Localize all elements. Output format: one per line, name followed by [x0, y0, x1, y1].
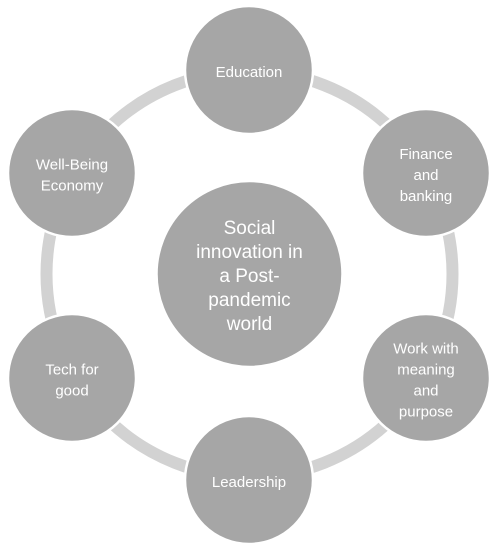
node-label-finance-and-banking-line: Finance	[399, 146, 452, 163]
node-education	[183, 4, 315, 136]
node-work-with-meaning-and-purpose	[360, 312, 492, 444]
node-finance-and-banking	[360, 107, 492, 239]
node-label-work-with-meaning-and-purpose-line: Work with	[393, 340, 459, 357]
node-label-well-being-economy-line: Economy	[41, 177, 104, 194]
node-label-finance-and-banking-line: banking	[400, 188, 453, 205]
node-label-education-line: Education	[216, 64, 283, 81]
node-label-leadership: Leadership	[212, 474, 286, 491]
node-label-tech-for-good: Tech for good	[45, 361, 98, 399]
node-label-leadership-line: Leadership	[212, 474, 286, 491]
center-node-label-line: world	[226, 314, 272, 335]
node-label-education: Education	[216, 64, 283, 81]
node-label-finance-and-banking-line: and	[413, 167, 438, 184]
center-node-label-line: Social	[224, 218, 276, 239]
center-node-label-line: innovation in	[196, 242, 303, 263]
node-label-work-with-meaning-and-purpose-line: meaning	[397, 361, 455, 378]
node-label-well-being-economy-line: Well-Being	[36, 156, 108, 173]
center-node-label-line: a Post-	[219, 266, 279, 287]
center-node	[155, 179, 344, 369]
center-node-label-line: pandemic	[208, 290, 290, 311]
node-label-work-with-meaning-and-purpose: Work with meaning and purpose	[393, 340, 459, 420]
node-tech-for-good	[6, 312, 138, 444]
node-label-finance-and-banking: Finance and banking	[399, 146, 452, 205]
node-leadership	[183, 414, 315, 546]
node-label-work-with-meaning-and-purpose-line: and	[413, 382, 438, 399]
node-label-tech-for-good-line: good	[55, 382, 88, 399]
node-label-work-with-meaning-and-purpose-line: purpose	[399, 403, 453, 420]
node-label-tech-for-good-line: Tech for	[45, 361, 98, 378]
center-node-label: Social innovation in a Post-pandemic world	[196, 218, 303, 335]
node-well-being-economy	[6, 107, 138, 239]
